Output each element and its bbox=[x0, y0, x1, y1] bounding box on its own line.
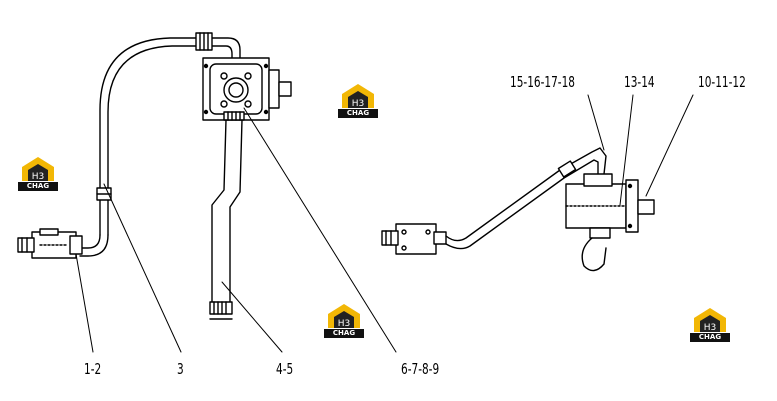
logo-brand: CHAG bbox=[338, 109, 378, 118]
callout-1-2: 1-2 bbox=[84, 360, 102, 378]
valve-left bbox=[17, 228, 83, 259]
valve-right bbox=[381, 223, 447, 255]
callout-10-11-12: 10-11-12 bbox=[698, 73, 746, 91]
watermark-logo: H3 CHAG bbox=[338, 82, 378, 118]
logo-brand: CHAG bbox=[18, 182, 58, 191]
logo-mark: H3 bbox=[338, 319, 351, 329]
watermark-logo: H3 CHAG bbox=[690, 306, 730, 342]
callout-4-5: 4-5 bbox=[276, 360, 294, 378]
callout-3: 3 bbox=[177, 360, 184, 378]
logo-brand: CHAG bbox=[690, 333, 730, 342]
logo-mark: H3 bbox=[704, 323, 717, 333]
house-logo-icon: H3 bbox=[342, 84, 374, 109]
house-logo-icon: H3 bbox=[694, 308, 726, 333]
house-logo-icon: H3 bbox=[328, 304, 360, 329]
callout-15-16-17-18: 15-16-17-18 bbox=[510, 73, 575, 91]
logo-mark: H3 bbox=[32, 172, 45, 182]
pump-block bbox=[202, 57, 292, 121]
leader-lines bbox=[75, 94, 694, 353]
watermark-logo: H3 CHAG bbox=[324, 302, 364, 338]
logo-mark: H3 bbox=[352, 99, 365, 109]
callout-6-7-8-9: 6-7-8-9 bbox=[401, 360, 440, 378]
logo-brand: CHAG bbox=[324, 329, 364, 338]
pump-right bbox=[565, 173, 655, 272]
watermark-logo: H3 CHAG bbox=[18, 155, 58, 191]
return-hose bbox=[99, 37, 241, 236]
suction-pipe bbox=[209, 111, 245, 320]
callout-13-14: 13-14 bbox=[624, 73, 655, 91]
house-logo-icon: H3 bbox=[22, 157, 54, 182]
